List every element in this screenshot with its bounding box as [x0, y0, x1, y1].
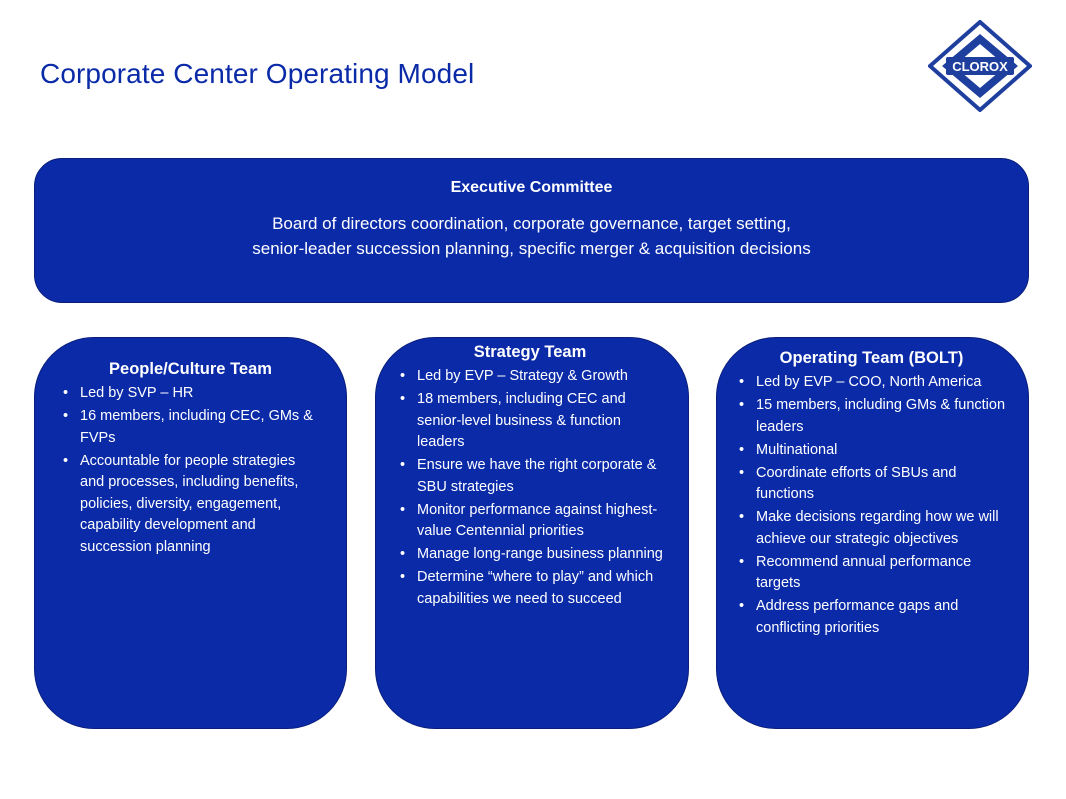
list-item: Accountable for people strategies and pr… — [59, 451, 322, 559]
list-item: Recommend annual performance targets — [735, 552, 1008, 595]
list-item: Led by EVP – COO, North America — [735, 372, 1008, 394]
list-item: Address performance gaps and conflicting… — [735, 596, 1008, 639]
people-culture-team-heading: People/Culture Team — [109, 360, 272, 378]
executive-committee-box: Executive Committee Board of directors c… — [34, 158, 1029, 303]
list-item: Multinational — [735, 440, 1008, 462]
people-culture-team-box: People/Culture Team Led by SVP – HR 16 m… — [34, 337, 347, 729]
clorox-logo: CLOROX — [928, 20, 1032, 112]
list-item: Determine “where to play” and which capa… — [396, 567, 664, 610]
list-item: Monitor performance against highest-valu… — [396, 500, 664, 543]
strategy-team-heading: Strategy Team — [473, 343, 587, 361]
executive-committee-line-2: senior-leader succession planning, speci… — [252, 239, 811, 258]
list-item: Ensure we have the right corporate & SBU… — [396, 455, 664, 498]
logo-text: CLOROX — [952, 59, 1008, 74]
operating-team-box: Operating Team (BOLT) Led by EVP – COO, … — [716, 337, 1029, 729]
strategy-team-list: Led by EVP – Strategy & Growth 18 member… — [396, 366, 664, 610]
list-item: 15 members, including GMs & function lea… — [735, 395, 1008, 438]
executive-committee-description: Board of directors coordination, corpora… — [35, 211, 1028, 261]
executive-committee-line-1: Board of directors coordination, corpora… — [272, 214, 791, 233]
operating-team-heading: Operating Team (BOLT) — [779, 349, 964, 367]
list-item: Coordinate efforts of SBUs and functions — [735, 463, 1008, 506]
list-item: Make decisions regarding how we will ach… — [735, 507, 1008, 550]
page-title: Corporate Center Operating Model — [40, 58, 475, 89]
operating-team-list: Led by EVP – COO, North America 15 membe… — [735, 372, 1008, 639]
list-item: Led by EVP – Strategy & Growth — [396, 366, 664, 388]
executive-committee-heading: Executive Committee — [450, 179, 613, 196]
list-item: Manage long-range business planning — [396, 544, 664, 566]
list-item: 16 members, including CEC, GMs & FVPs — [59, 406, 322, 449]
people-culture-team-list: Led by SVP – HR 16 members, including CE… — [59, 383, 322, 558]
list-item: Led by SVP – HR — [59, 383, 322, 405]
list-item: 18 members, including CEC and senior-lev… — [396, 389, 664, 454]
strategy-team-box: Strategy Team Led by EVP – Strategy & Gr… — [375, 337, 689, 729]
